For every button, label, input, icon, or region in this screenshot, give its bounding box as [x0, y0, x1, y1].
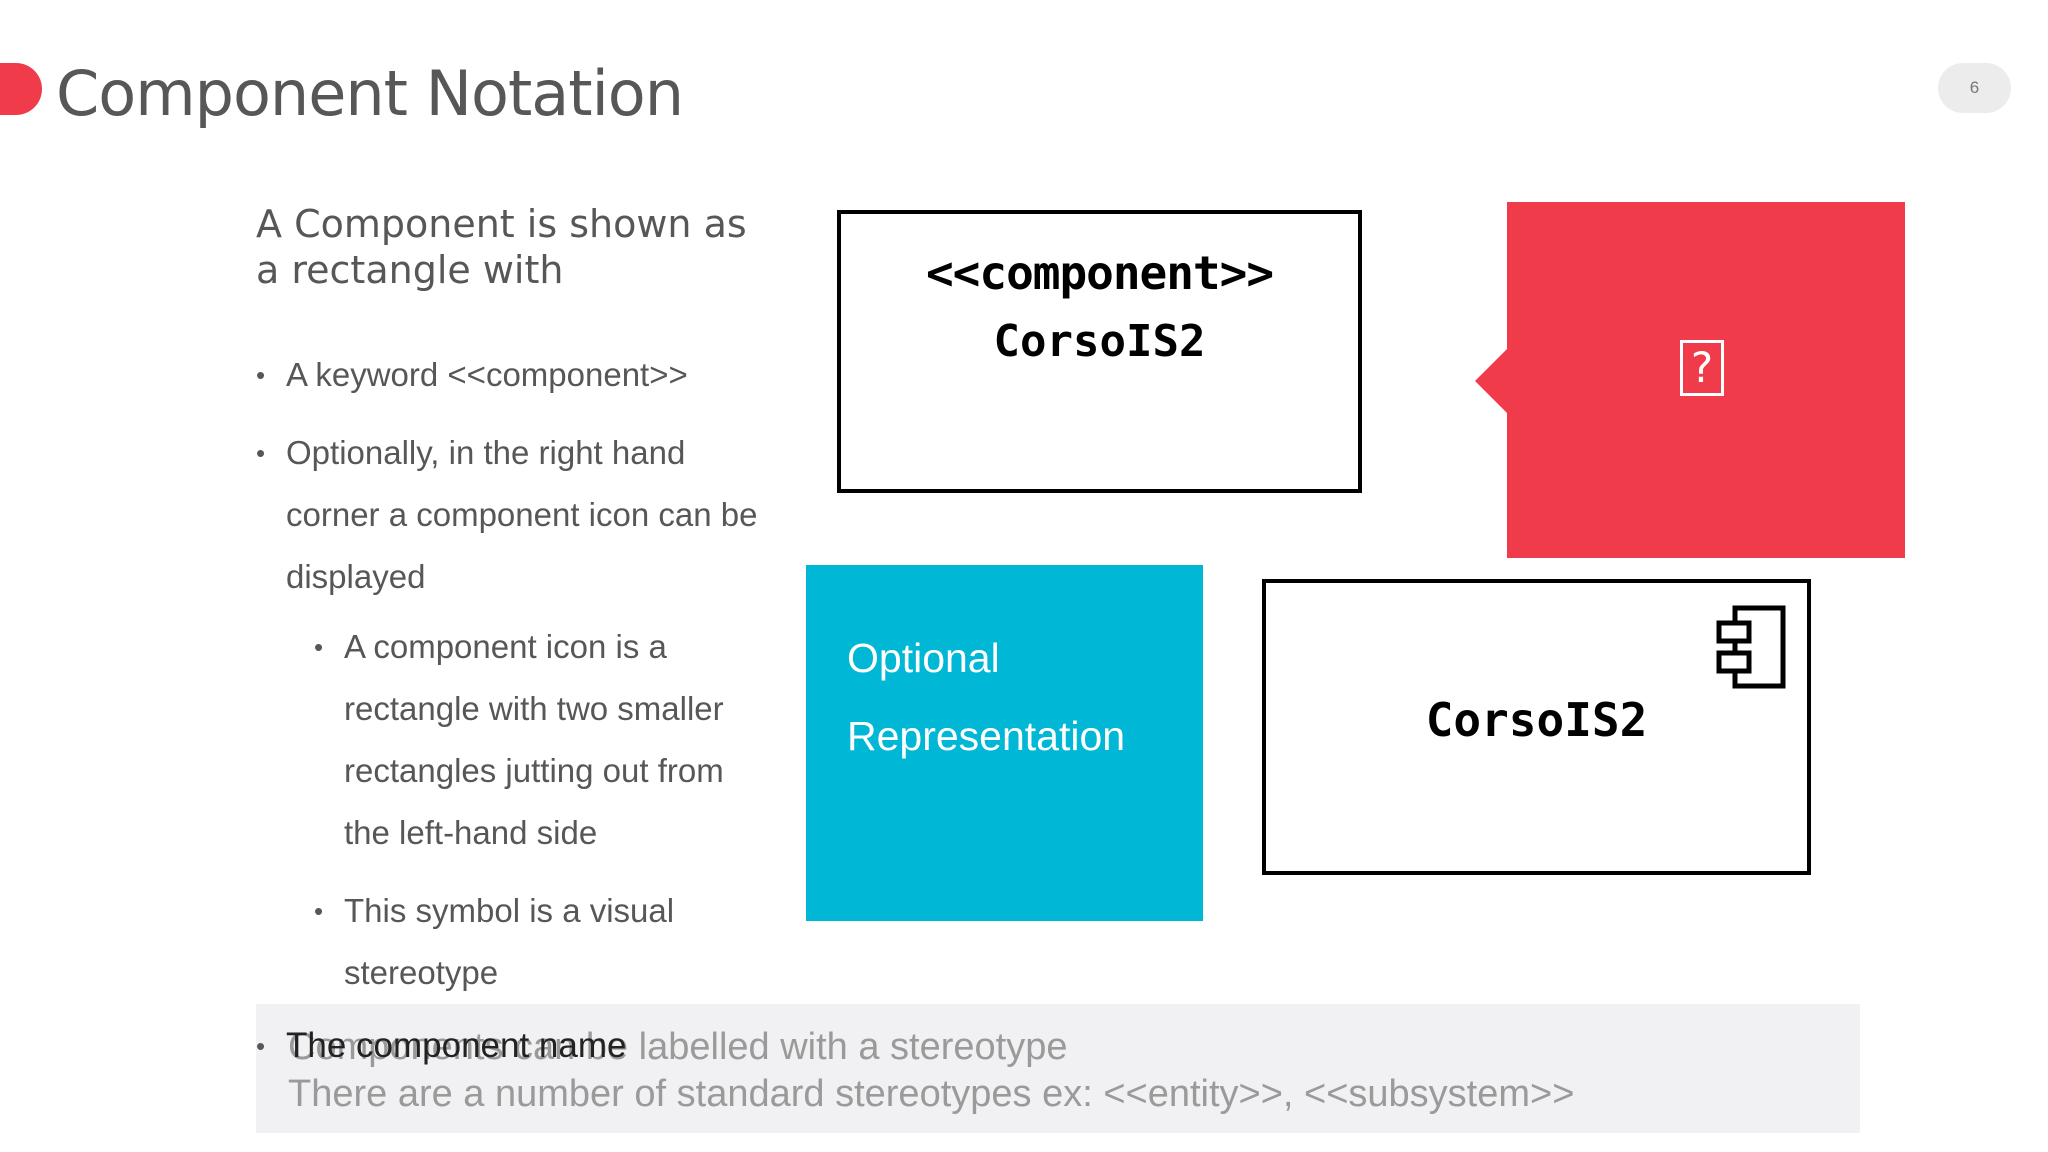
bullet-component-name-list: The component name — [256, 1022, 626, 1070]
bullet-keyword: A keyword <<component>> — [256, 344, 776, 406]
bullet-component-name: The component name — [256, 1022, 626, 1070]
caption-line-2: There are a number of standard stereotyp… — [288, 1073, 1575, 1115]
sub-bullet-list: A component icon is a rectangle with two… — [314, 616, 776, 1004]
optional-representation-callout: Optional Representation — [806, 565, 1203, 921]
bullet-icon-optional: Optionally, in the right hand corner a c… — [256, 422, 776, 1004]
page-number-badge: 6 — [1938, 63, 2011, 113]
accent-dot — [0, 63, 42, 115]
bullet-icon-optional-text: Optionally, in the right hand corner a c… — [286, 434, 758, 595]
callout-line-optional: Optional — [847, 635, 1000, 681]
component-icon — [1716, 605, 1786, 689]
sub-bullet-icon-description: A component icon is a rectangle with two… — [314, 616, 776, 864]
red-callout: ? — [1475, 202, 1905, 558]
component-name: CorsoIS2 — [1425, 693, 1648, 747]
component-name: CorsoIS2 — [993, 316, 1206, 367]
component-keyword-box: <<component>> CorsoIS2 — [837, 210, 1362, 493]
intro-text: A Component is shown as a rectangle with — [256, 202, 747, 292]
help-icon: ? — [1680, 340, 1724, 396]
sub-bullet-visual-stereotype: This symbol is a visual stereotype — [314, 880, 776, 1004]
bullet-list: A keyword <<component>> Optionally, in t… — [256, 344, 776, 1004]
page-title: Component Notation — [56, 57, 684, 130]
callout-pointer — [1475, 349, 1507, 413]
component-icon-box: CorsoIS2 — [1262, 579, 1811, 875]
component-keyword: <<component>> — [925, 246, 1274, 300]
callout-line-representation: Representation — [847, 713, 1126, 759]
